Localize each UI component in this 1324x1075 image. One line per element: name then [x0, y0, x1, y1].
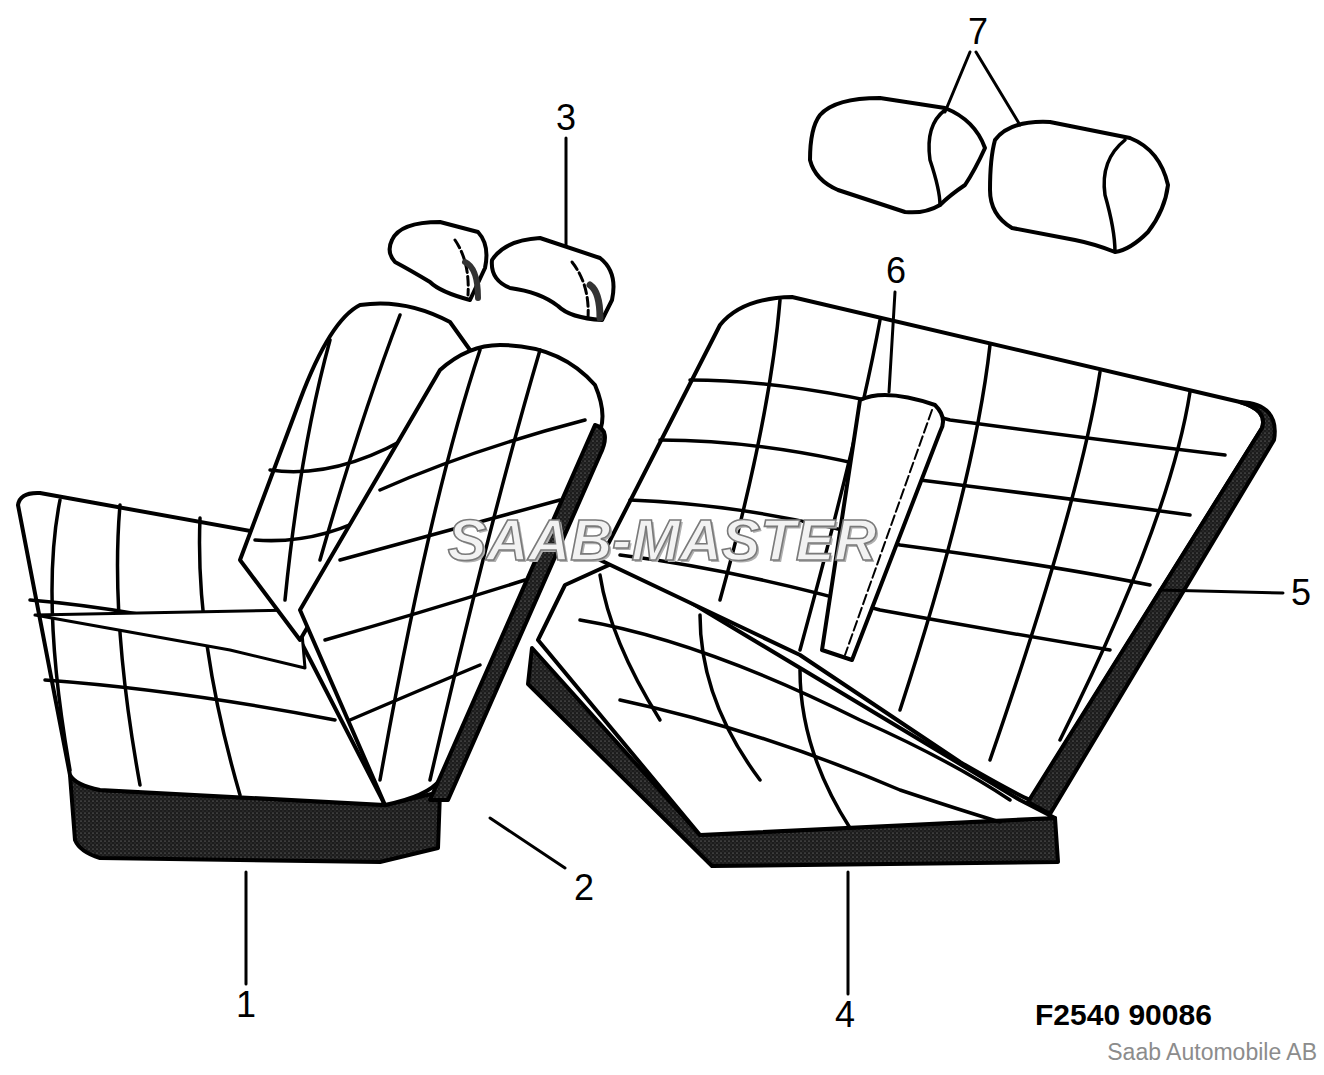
callout-number: 1 [236, 987, 256, 1023]
front-backrest-side [430, 425, 605, 800]
callout-number: 6 [886, 253, 906, 289]
leader-lines [246, 52, 1283, 994]
watermark: SAAB-MASTER [448, 511, 877, 569]
callout-number: 4 [835, 997, 855, 1033]
callout-number: 5 [1291, 575, 1311, 611]
rear-headrest [810, 98, 985, 212]
front-headrest [492, 238, 614, 320]
copyright-note: Saab Automobile AB [1107, 1041, 1317, 1064]
front-headrest [390, 222, 487, 300]
callout-number: 7 [968, 14, 988, 50]
figure-code: F2540 90086 [1035, 1000, 1212, 1030]
front-backrest [300, 345, 603, 805]
rear-headrest [990, 122, 1168, 252]
rear-backrest-side [1028, 402, 1275, 814]
callout-number: 2 [574, 870, 594, 906]
callout-number: 3 [556, 100, 576, 136]
